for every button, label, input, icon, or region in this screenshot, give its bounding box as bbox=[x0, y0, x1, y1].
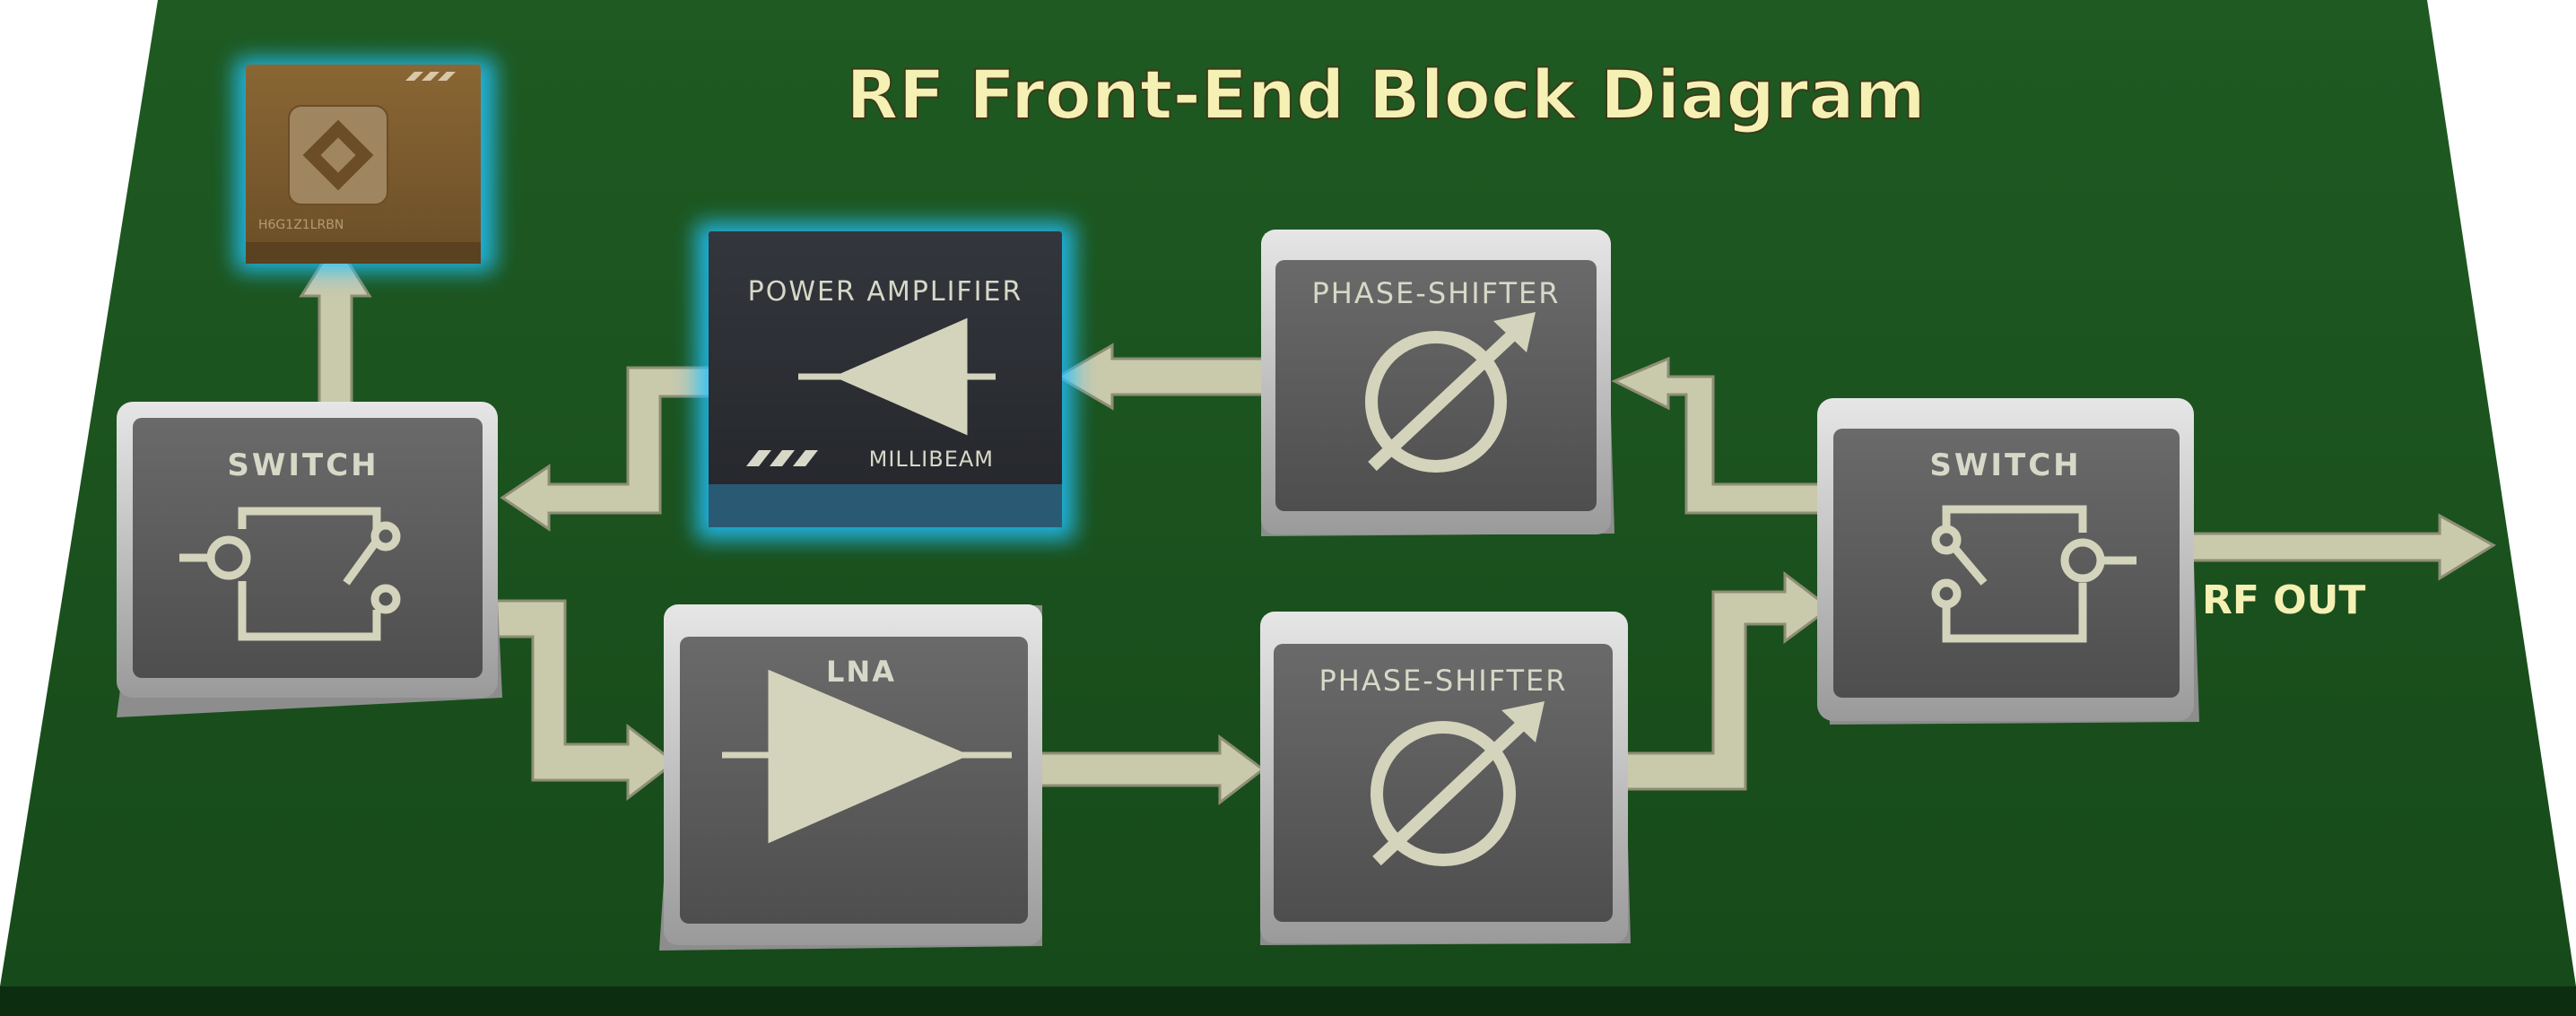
amplifier-right-icon bbox=[722, 669, 1012, 844]
chip-module: H6G1Z1LRBN bbox=[235, 58, 495, 272]
amplifier-left-icon bbox=[798, 317, 996, 436]
switch-symbol-icon bbox=[1931, 505, 2137, 643]
phase-arrowhead-icon bbox=[1501, 701, 1545, 742]
diagram-title: RF Front-End Block Diagram bbox=[846, 55, 1926, 135]
switch-left-label: SWITCH bbox=[227, 447, 379, 483]
phase-symbol-icon bbox=[1365, 326, 1520, 473]
millibeam-logo-icon bbox=[746, 450, 818, 466]
trace-phase-to-pa bbox=[1056, 343, 1266, 411]
phase-shifter-top-label: PHASE-SHIFTER bbox=[1312, 276, 1561, 310]
phase-shifter-bottom-block[interactable]: PHASE-SHIFTER bbox=[1260, 612, 1631, 945]
signal-traces bbox=[299, 239, 2496, 806]
chip-brand-icon bbox=[405, 72, 456, 81]
chip-logo-icon bbox=[288, 105, 388, 205]
phase-symbol-icon bbox=[1371, 716, 1529, 866]
switch-right-block[interactable]: SWITCH bbox=[1817, 398, 2199, 725]
chip-part-number: H6G1Z1LRBN bbox=[258, 218, 344, 232]
phase-arrowhead-icon bbox=[1493, 312, 1536, 352]
phase-shifter-bottom-label: PHASE-SHIFTER bbox=[1319, 664, 1568, 698]
switch-symbol-icon bbox=[179, 507, 401, 641]
pa-label: POWER AMPLIFIER bbox=[748, 276, 1023, 308]
trace-phase-to-switch bbox=[1622, 570, 1832, 791]
trace-lna-to-phase bbox=[1039, 734, 1266, 806]
trace-switch-to-phase bbox=[1611, 356, 1823, 515]
switch-left-block[interactable]: SWITCH bbox=[117, 402, 502, 717]
lna-block[interactable]: LNA bbox=[659, 604, 1042, 951]
trace-rf-out bbox=[2187, 513, 2496, 581]
switch-right-label: SWITCH bbox=[1929, 447, 2081, 483]
power-amplifier-block[interactable]: POWER AMPLIFIER MILLIBEAM bbox=[696, 222, 1075, 540]
trace-pa-to-switch bbox=[500, 366, 721, 532]
trace-switch-to-lna bbox=[483, 599, 677, 802]
rf-out-label: RF OUT bbox=[2202, 577, 2365, 623]
phase-shifter-top-block[interactable]: PHASE-SHIFTER bbox=[1261, 230, 1614, 536]
pcb-board-edge bbox=[0, 986, 2576, 1016]
lna-label: LNA bbox=[826, 655, 896, 689]
pa-brand: MILLIBEAM bbox=[869, 447, 994, 472]
